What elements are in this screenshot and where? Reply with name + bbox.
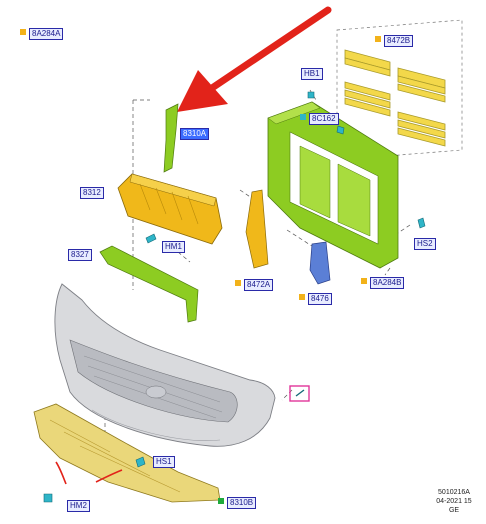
- part-square-icon: [20, 29, 26, 35]
- label-8310b[interactable]: 8310B: [218, 497, 257, 509]
- air-guide-side: [245, 189, 269, 269]
- part-square-icon: [218, 498, 224, 504]
- label-8472a[interactable]: 8472A: [235, 279, 274, 291]
- highlighted-screw: [289, 385, 310, 402]
- label-8a284b[interactable]: 8A284B: [361, 277, 405, 289]
- part-square-icon: [235, 280, 241, 286]
- sensor-bracket: [309, 241, 331, 285]
- clip-direction-arrows: [55, 461, 123, 485]
- label-hs1[interactable]: HS1: [153, 456, 175, 468]
- label-8312[interactable]: 8312: [80, 187, 104, 199]
- part-square-icon: [361, 278, 367, 284]
- label-8c162[interactable]: 8C162: [300, 113, 339, 125]
- part-square-icon: [375, 36, 381, 42]
- bumper-cover: [54, 283, 276, 447]
- part-square-icon: [299, 294, 305, 300]
- fasteners: [43, 91, 426, 503]
- diagram-reference: 5010216A 04-2021 15 GE: [426, 488, 482, 515]
- label-8a284a-top[interactable]: 8A284A: [20, 28, 64, 40]
- reference-code: 5010216A: [438, 489, 470, 496]
- label-8310a[interactable]: 8310A: [180, 128, 210, 140]
- grille-shutter-vanes: [336, 19, 463, 161]
- upper-deflector-strip: [163, 103, 179, 173]
- label-8476[interactable]: 8476: [299, 293, 332, 305]
- red-pointer-arrow: [177, 6, 332, 112]
- label-hm1[interactable]: HM1: [162, 241, 185, 253]
- label-hb1[interactable]: HB1: [301, 68, 323, 80]
- grille-air-duct: [117, 173, 223, 245]
- radiator-support-frame: [267, 101, 399, 269]
- label-hm2[interactable]: HM2: [67, 500, 90, 512]
- label-8472b[interactable]: 8472B: [375, 35, 414, 47]
- label-hs2[interactable]: HS2: [414, 238, 436, 250]
- reference-region: GE: [448, 507, 460, 514]
- part-square-icon: [300, 114, 306, 120]
- label-8327[interactable]: 8327: [68, 249, 92, 261]
- lower-grille-bracket: [99, 245, 199, 323]
- reference-date: 04-2021 15: [436, 498, 472, 505]
